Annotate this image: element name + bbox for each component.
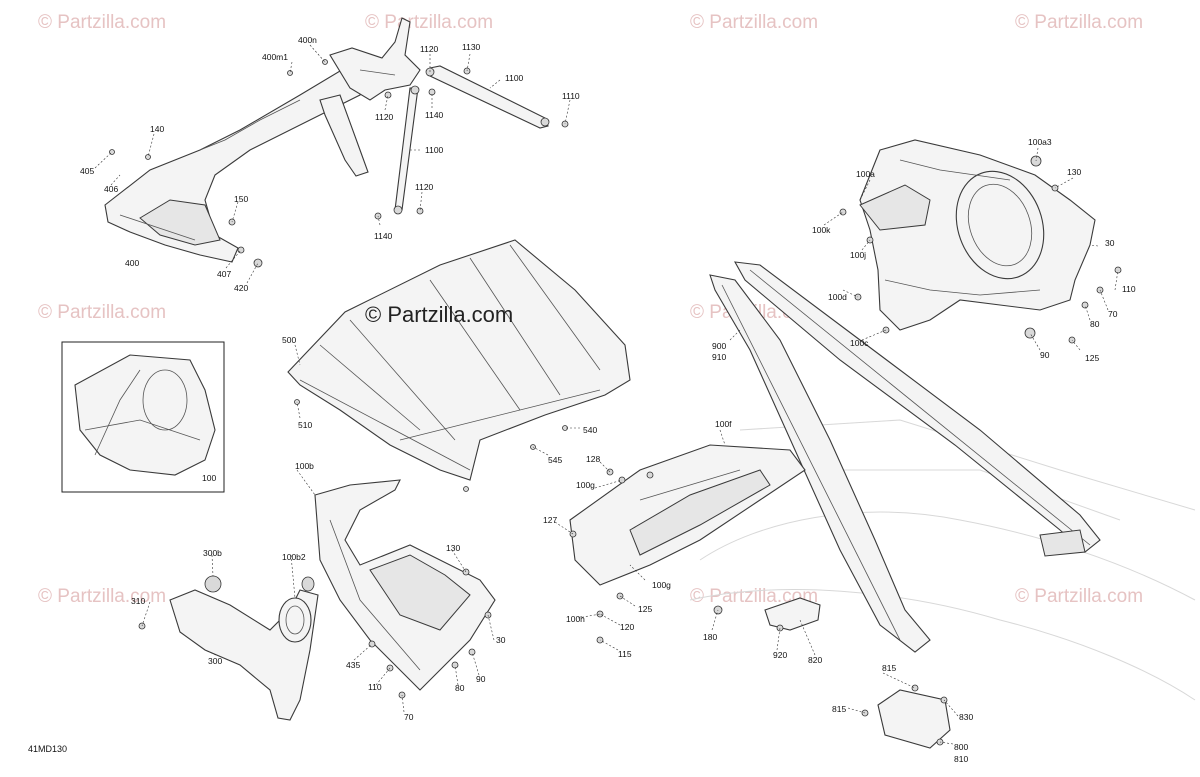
watermark-text: © Partzilla.com <box>38 586 166 607</box>
callout-125: 125 <box>638 604 652 614</box>
callout-405: 405 <box>80 166 94 176</box>
callout-920: 920 <box>773 650 787 660</box>
watermark-text: © Partzilla.com <box>1015 586 1143 607</box>
callout-100b2: 100b2 <box>282 552 306 562</box>
callout-545: 545 <box>548 455 562 465</box>
callout-127: 127 <box>543 515 557 525</box>
callout-100a3: 100a3 <box>1028 137 1052 147</box>
callout-310: 310 <box>131 596 145 606</box>
callout-510: 510 <box>298 420 312 430</box>
callout-400m1: 400m1 <box>262 52 288 62</box>
floor-panel-500 <box>287 239 631 492</box>
callout-110: 110 <box>368 682 382 692</box>
callout-435: 435 <box>346 660 360 670</box>
watermark-text: © Partzilla.com <box>38 12 166 33</box>
callout-100j: 100j <box>850 250 866 260</box>
watermark-text: © Partzilla.com <box>365 12 493 33</box>
inset-frame-100 <box>61 341 225 493</box>
callout-90: 90 <box>1040 350 1050 360</box>
callout-100: 100 <box>202 473 216 483</box>
callout-150: 150 <box>234 194 248 204</box>
side-beam-900-910 <box>709 261 1101 653</box>
callout-800: 800 <box>954 742 968 752</box>
callout-100c: 100c <box>850 338 869 348</box>
callout-30: 30 <box>1105 238 1115 248</box>
center-watermark: © Partzilla.com <box>365 302 513 327</box>
callout-130: 130 <box>1067 167 1081 177</box>
callout-70: 70 <box>1108 309 1118 319</box>
callout-120: 120 <box>620 622 634 632</box>
callout-100f: 100f <box>715 419 732 429</box>
callout-810: 810 <box>954 754 968 764</box>
callout-1100: 1100 <box>425 145 444 155</box>
watermark-text: © Partzilla.com <box>1015 12 1143 33</box>
bracket-820 <box>764 597 821 632</box>
callout-400n: 400n <box>298 35 317 45</box>
callout-80: 80 <box>455 683 465 693</box>
upper-brace-bracket <box>319 17 421 177</box>
callout-815: 815 <box>832 704 846 714</box>
callout-1130: 1130 <box>462 42 481 52</box>
front-frame-300 <box>138 575 319 721</box>
watermark-text: © Partzilla.com <box>690 12 818 33</box>
watermark-text: © Partzilla.com <box>690 586 818 607</box>
callout-130: 130 <box>446 543 460 553</box>
watermark-layer: © Partzilla.com © Partzilla.com © Partzi… <box>38 12 1143 607</box>
callout-1120: 1120 <box>375 112 394 122</box>
callout-100d: 100d <box>828 292 847 302</box>
callout-900: 900 <box>712 341 726 351</box>
callout-70: 70 <box>404 712 414 722</box>
callout-30: 30 <box>496 635 506 645</box>
callout-820: 820 <box>808 655 822 665</box>
callout-910: 910 <box>712 352 726 362</box>
callout-1120: 1120 <box>415 182 434 192</box>
callout-125: 125 <box>1085 353 1099 363</box>
callout-830: 830 <box>959 712 973 722</box>
callout-labels: 400m1 400n 1120 1130 1100 1110 1120 1140… <box>80 35 1136 764</box>
callout-100g: 100g <box>576 480 595 490</box>
callout-100g: 100g <box>652 580 671 590</box>
callout-500: 500 <box>282 335 296 345</box>
floor-plate-100f <box>569 444 806 644</box>
callout-300b: 300b <box>203 548 222 558</box>
plate-800 <box>861 684 951 749</box>
callout-100k: 100k <box>812 225 831 235</box>
watermark-text: © Partzilla.com <box>38 302 166 323</box>
drawing-number: 41MD130 <box>28 744 67 754</box>
callout-100b: 100b <box>295 461 314 471</box>
callout-100h: 100h <box>566 614 585 624</box>
callout-1100: 1100 <box>505 73 524 83</box>
callout-100a: 100a <box>856 169 875 179</box>
callout-128: 128 <box>586 454 600 464</box>
center-frame-100b <box>301 479 496 699</box>
callout-140: 140 <box>150 124 164 134</box>
callout-420: 420 <box>234 283 248 293</box>
tie-rods-1100 <box>287 59 569 220</box>
callout-90: 90 <box>476 674 486 684</box>
callout-540: 540 <box>583 425 597 435</box>
callout-407: 407 <box>217 269 231 279</box>
callout-1140: 1140 <box>425 110 444 120</box>
callout-1120: 1120 <box>420 44 439 54</box>
callout-1140: 1140 <box>374 231 393 241</box>
rear-frame-assembly <box>839 139 1122 344</box>
callout-400: 400 <box>125 258 139 268</box>
callout-110: 110 <box>1122 284 1136 294</box>
callout-115: 115 <box>618 649 632 659</box>
callout-300: 300 <box>208 656 222 666</box>
callout-815: 815 <box>882 663 896 673</box>
callout-406: 406 <box>104 184 118 194</box>
callout-180: 180 <box>703 632 717 642</box>
callout-1110: 1110 <box>562 91 580 101</box>
leader-lines <box>94 44 1119 745</box>
front-frame-tube-400 <box>104 59 386 268</box>
callout-80: 80 <box>1090 319 1100 329</box>
